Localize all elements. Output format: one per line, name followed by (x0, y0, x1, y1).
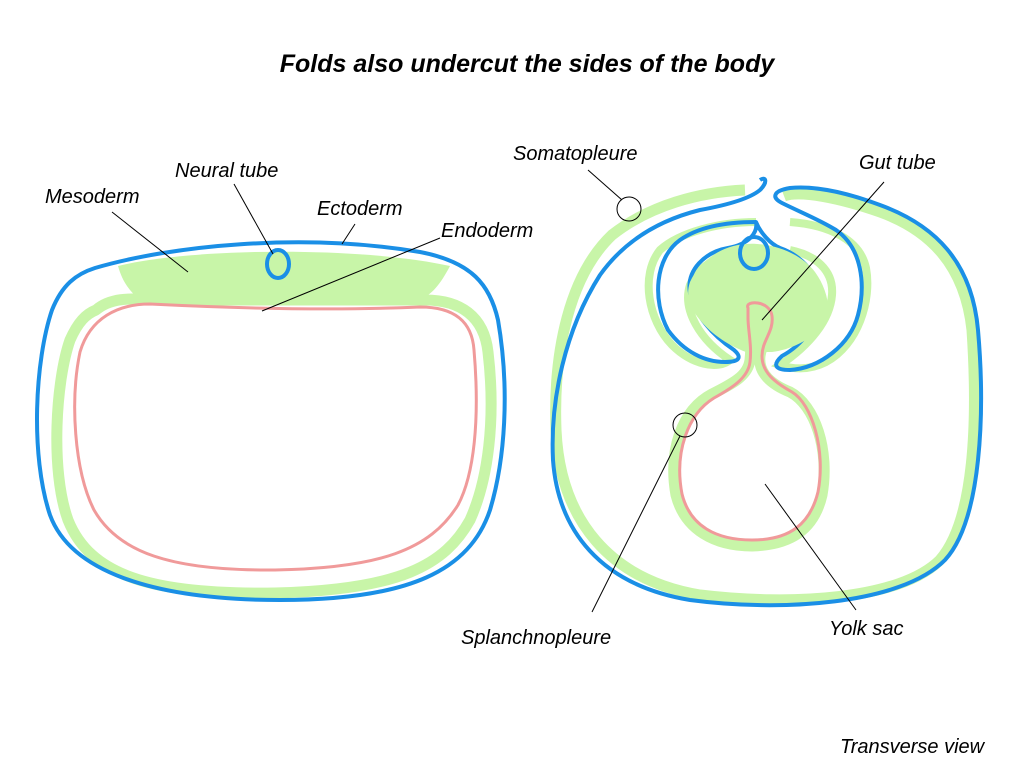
pointer-mesoderm (111, 211, 189, 273)
pointer-somatopleure (587, 169, 623, 201)
label-yolk-sac: Yolk sac (829, 618, 904, 640)
slide-title: Folds also undercut the sides of the bod… (279, 50, 775, 78)
pointer-gut-tube (761, 181, 885, 321)
left-ectoderm (35, 240, 507, 602)
pointer-ectoderm (341, 223, 356, 245)
splanchnopleure-circle (672, 412, 698, 438)
right-ectoderm (550, 176, 983, 608)
right-embryo (550, 176, 983, 608)
label-neural-tube: Neural tube (175, 160, 279, 182)
pointer-lines (111, 169, 885, 613)
label-mesoderm: Mesoderm (45, 186, 140, 208)
right-mesoderm-band (550, 184, 980, 606)
left-mesoderm-band (51, 293, 497, 599)
pointer-yolk-sac (764, 483, 857, 611)
label-splanchnopleure: Splanchnopleure (461, 627, 612, 649)
left-neural-tube (265, 248, 291, 280)
right-neural-tube (738, 235, 770, 271)
left-endoderm (73, 302, 478, 572)
pointer-neural-tube (233, 183, 274, 255)
pointer-splanchnopleure (591, 435, 681, 613)
label-ectoderm: Ectoderm (317, 198, 403, 220)
label-endoderm: Endoderm (441, 220, 534, 242)
label-transverse-view: Transverse view (840, 736, 985, 758)
right-endoderm (678, 301, 822, 542)
somatopleure-circle (616, 196, 642, 222)
left-embryo (35, 240, 507, 602)
label-somatopleure: Somatopleure (513, 143, 638, 165)
label-gut-tube: Gut tube (859, 152, 936, 174)
pointer-endoderm (261, 237, 441, 312)
